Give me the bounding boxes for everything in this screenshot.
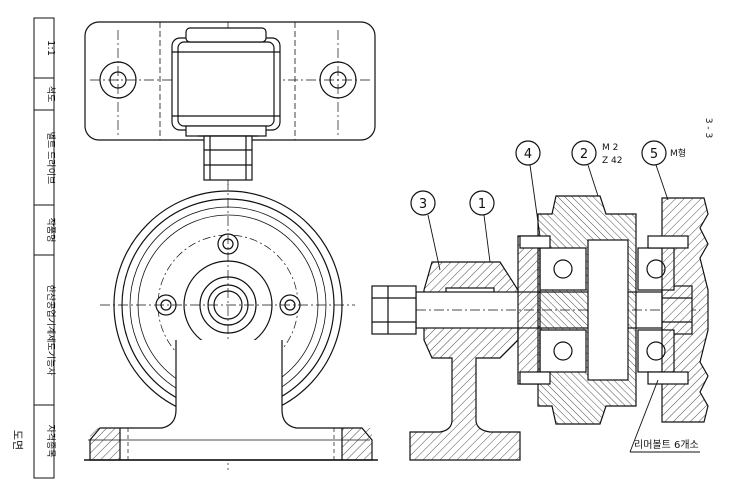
front-view <box>84 180 378 470</box>
balloon-2-number: 2 <box>580 147 588 162</box>
section-view <box>371 195 709 461</box>
scale-value: 1:1 <box>45 40 56 56</box>
balloon-3: 3 <box>410 190 441 271</box>
author-label: 자격종목 <box>45 424 57 457</box>
title-block <box>33 17 55 479</box>
top-view <box>84 21 376 185</box>
balloon-1: 1 <box>469 190 495 263</box>
balloon-5: 5 M형 <box>641 140 686 201</box>
balloon-5-number: 5 <box>650 147 658 162</box>
drawing-label: 작품명 <box>45 218 56 243</box>
belt-type-note: M형 <box>670 148 686 159</box>
school-name: 한산공업기계제도기능사 <box>45 284 57 376</box>
balloon-2: 2 M 2 Z 42 <box>571 140 622 197</box>
part-name: 벨트 드라이브 <box>45 132 56 185</box>
side-mark: 도면 <box>11 430 24 450</box>
gear-teeth-note: Z 42 <box>602 156 622 166</box>
reamer-bolt-label: 리머볼트 6개소 <box>634 439 699 451</box>
scale-label: 척도 <box>45 86 56 103</box>
balloon-1-number: 1 <box>478 197 486 212</box>
gear-module-note: M 2 <box>602 143 618 153</box>
sheet-number: 3 - 3 <box>703 118 713 138</box>
balloon-4: 4 <box>515 140 541 237</box>
balloon-4-number: 4 <box>524 147 532 162</box>
reamer-bolt-callout: 리머볼트 6개소 <box>629 379 700 453</box>
balloon-3-number: 3 <box>419 197 427 212</box>
